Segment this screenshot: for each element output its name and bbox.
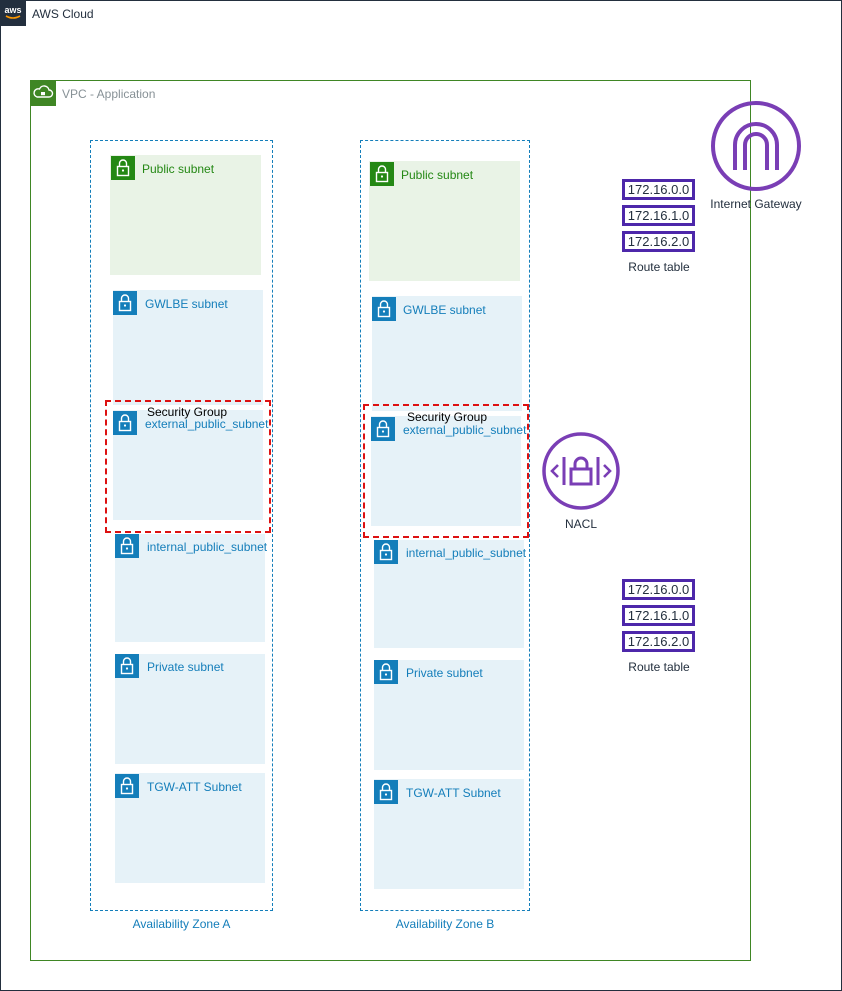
route-table-caption: Route table: [628, 260, 690, 274]
public-subnet-a: [110, 155, 261, 275]
route-table-entry: 172.16.2.0: [622, 231, 695, 252]
lock-icon: [370, 162, 394, 186]
internal-public-subnet-a: [115, 534, 265, 642]
tgw-att-subnet-b: [374, 779, 524, 889]
vpc-group: [30, 80, 751, 961]
lock-icon: [374, 540, 398, 564]
security-group-b: [363, 404, 529, 538]
external-public-subnet-b: [371, 416, 521, 526]
internet-gateway-icon: [710, 100, 802, 192]
vpc-title: VPC - Application: [62, 87, 156, 101]
aws-cloud-title: AWS Cloud: [32, 7, 94, 21]
route-table-entry: 172.16.0.0: [622, 179, 695, 200]
public-subnet-b: [369, 161, 520, 281]
tgw-att-subnet-a: [115, 773, 265, 883]
lock-icon: [115, 654, 139, 678]
public-subnet-a-label: Public subnet: [142, 162, 215, 176]
lock-icon: [115, 774, 139, 798]
external-public-subnet-a-label: external_public_subnet: [145, 417, 269, 431]
lock-icon: [115, 534, 139, 558]
tgw-att-subnet-b-label: TGW-ATT Subnet: [406, 786, 501, 800]
gwlbe-subnet-b: [372, 296, 522, 411]
lock-icon: [113, 291, 137, 315]
external-public-subnet-b-label: external_public_subnet: [403, 423, 527, 437]
internal-public-subnet-b-label: internal_public_subnet: [406, 546, 527, 560]
gwlbe-subnet-a: [113, 290, 263, 405]
lock-icon: [374, 660, 398, 684]
availability-zone-a-label: Availability Zone A: [132, 917, 231, 931]
internal-public-subnet-b: [374, 540, 524, 648]
security-group-b-label: Security Group: [407, 410, 488, 424]
nacl-icon: [541, 431, 621, 511]
svg-text:aws: aws: [4, 5, 21, 15]
internal-public-subnet-a-label: internal_public_subnet: [147, 540, 268, 554]
private-subnet-a-label: Private subnet: [147, 660, 224, 674]
gwlbe-subnet-a-label: GWLBE subnet: [145, 297, 228, 311]
route-table-entry: 172.16.1.0: [622, 605, 695, 626]
lock-icon: [372, 297, 396, 321]
availability-zone-b-label: Availability Zone B: [395, 917, 495, 931]
lock-icon: [113, 411, 137, 435]
aws-logo-icon: aws: [0, 0, 26, 26]
lock-icon: [371, 417, 395, 441]
route-table-entry: 172.16.1.0: [622, 205, 695, 226]
nacl-label: NACL: [564, 517, 597, 531]
vpc-cloud-icon: [30, 80, 56, 106]
private-subnet-b-label: Private subnet: [406, 666, 483, 680]
availability-zone-a: [90, 140, 273, 911]
route-table-entry: 172.16.0.0: [622, 579, 695, 600]
gwlbe-subnet-b-label: GWLBE subnet: [403, 303, 486, 317]
availability-zone-b: [360, 140, 530, 911]
security-group-a: [105, 400, 271, 533]
private-subnet-a: [115, 654, 265, 764]
public-subnet-b-label: Public subnet: [401, 168, 474, 182]
lock-icon: [111, 156, 135, 180]
route-table-caption: Route table: [628, 660, 690, 674]
external-public-subnet-a: [113, 410, 263, 520]
tgw-att-subnet-a-label: TGW-ATT Subnet: [147, 780, 242, 794]
route-table-entry: 172.16.2.0: [622, 631, 695, 652]
security-group-a-label: Security Group: [147, 405, 228, 419]
lock-icon: [374, 780, 398, 804]
internet-gateway-label: Internet Gateway: [710, 197, 802, 211]
private-subnet-b: [374, 660, 524, 770]
